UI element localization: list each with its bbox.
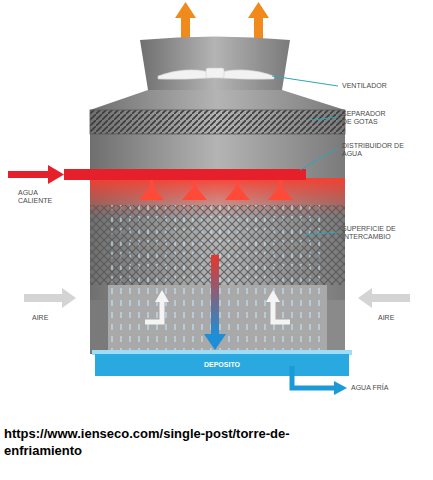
water-distributor-nozzle xyxy=(182,185,207,200)
air-inlet-arrow xyxy=(24,288,76,308)
part-label: VENTILADOR xyxy=(342,82,412,90)
exhaust-arrow xyxy=(175,2,196,18)
part-label: AIRE xyxy=(32,314,62,322)
air-inlet-arrow xyxy=(24,288,410,308)
air-flow-arrow xyxy=(155,290,280,302)
air-flow-arrow xyxy=(145,300,290,322)
hot-water-pipe xyxy=(8,171,50,178)
hot-water-pipe xyxy=(64,169,306,180)
tower-leg xyxy=(90,300,108,354)
tower-leg xyxy=(327,300,345,354)
leader-line xyxy=(272,76,338,235)
water-distributor-nozzle xyxy=(225,185,250,200)
leader-line xyxy=(312,117,338,120)
water-distributor-nozzle xyxy=(268,185,293,200)
cold-water-arrow xyxy=(334,381,347,395)
water-flow-arrow xyxy=(204,334,226,350)
hot-water-pipe xyxy=(8,165,306,184)
cooling-tower-illustration xyxy=(90,110,345,134)
part-label: AIRE xyxy=(378,314,408,322)
fan xyxy=(158,70,210,80)
water-distributor-nozzle xyxy=(139,185,164,200)
leader-line xyxy=(300,148,338,170)
leader-line xyxy=(305,232,338,235)
fan xyxy=(206,68,224,78)
fan xyxy=(158,68,274,79)
air-flow-arrow xyxy=(145,300,162,322)
part-label: SEPARADOR DE GOTAS xyxy=(342,110,394,127)
cold-water-arrow xyxy=(292,366,335,388)
air-flow-arrow xyxy=(266,290,280,302)
air-flow-arrow xyxy=(155,290,169,302)
part-label: SUPERFICIE DE INTERCAMBIO xyxy=(342,225,412,242)
leader-line xyxy=(272,76,338,86)
air-inlet-arrow xyxy=(358,288,410,308)
basin xyxy=(95,354,349,376)
water-distributor-nozzle xyxy=(139,180,293,200)
exhaust-arrow xyxy=(248,2,269,18)
part-label: DISTRIBUIDOR DE AGUA xyxy=(342,142,406,159)
drift-eliminator xyxy=(90,110,345,134)
part-label: AGUA FRÍA xyxy=(351,384,411,392)
hot-water-pipe xyxy=(48,165,64,184)
basin-band: DEPOSITO xyxy=(95,354,349,376)
air-flow-arrow xyxy=(273,300,290,322)
node-text: DEPOSITO xyxy=(204,361,240,369)
part-label: AGUA CALIENTE xyxy=(18,189,64,206)
fan xyxy=(220,70,274,80)
tower-stack xyxy=(140,37,290,91)
source-caption: https://www.ienseco.com/single-post/torr… xyxy=(4,426,344,460)
water-flow-arrow xyxy=(211,255,219,335)
